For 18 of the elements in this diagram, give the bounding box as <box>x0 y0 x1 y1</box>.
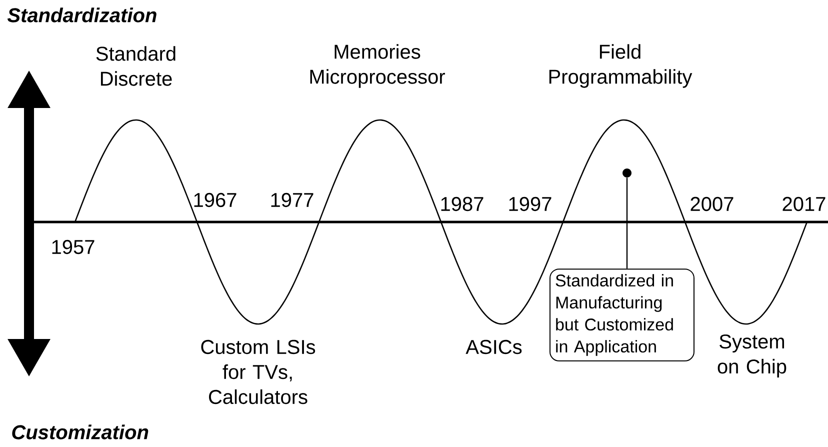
era-label: Custom LSIs for TVs, Calculators <box>201 340 316 404</box>
year-label: 1957 <box>52 240 94 254</box>
year-label: 1977 <box>271 192 314 208</box>
era-label: ASICs <box>466 340 522 354</box>
axis-label: Customization <box>12 424 148 440</box>
year-label: 2007 <box>690 196 734 212</box>
era-label: System on Chip <box>718 334 786 378</box>
era-label: Standard Discrete <box>96 46 176 86</box>
axis-label: Standardization <box>7 8 156 22</box>
era-label: Memories Microprocessor <box>310 44 445 88</box>
year-label: 2017 <box>782 196 826 212</box>
year-label: 1987 <box>441 196 484 212</box>
era-label: Field Programmability <box>549 44 692 88</box>
year-label: 1997 <box>509 196 552 212</box>
year-label: 1967 <box>194 192 236 208</box>
dot <box>622 168 632 178</box>
leader-line <box>626 178 628 269</box>
callout-box: Standardized in Manufacturing but Customized in Application <box>550 268 694 362</box>
